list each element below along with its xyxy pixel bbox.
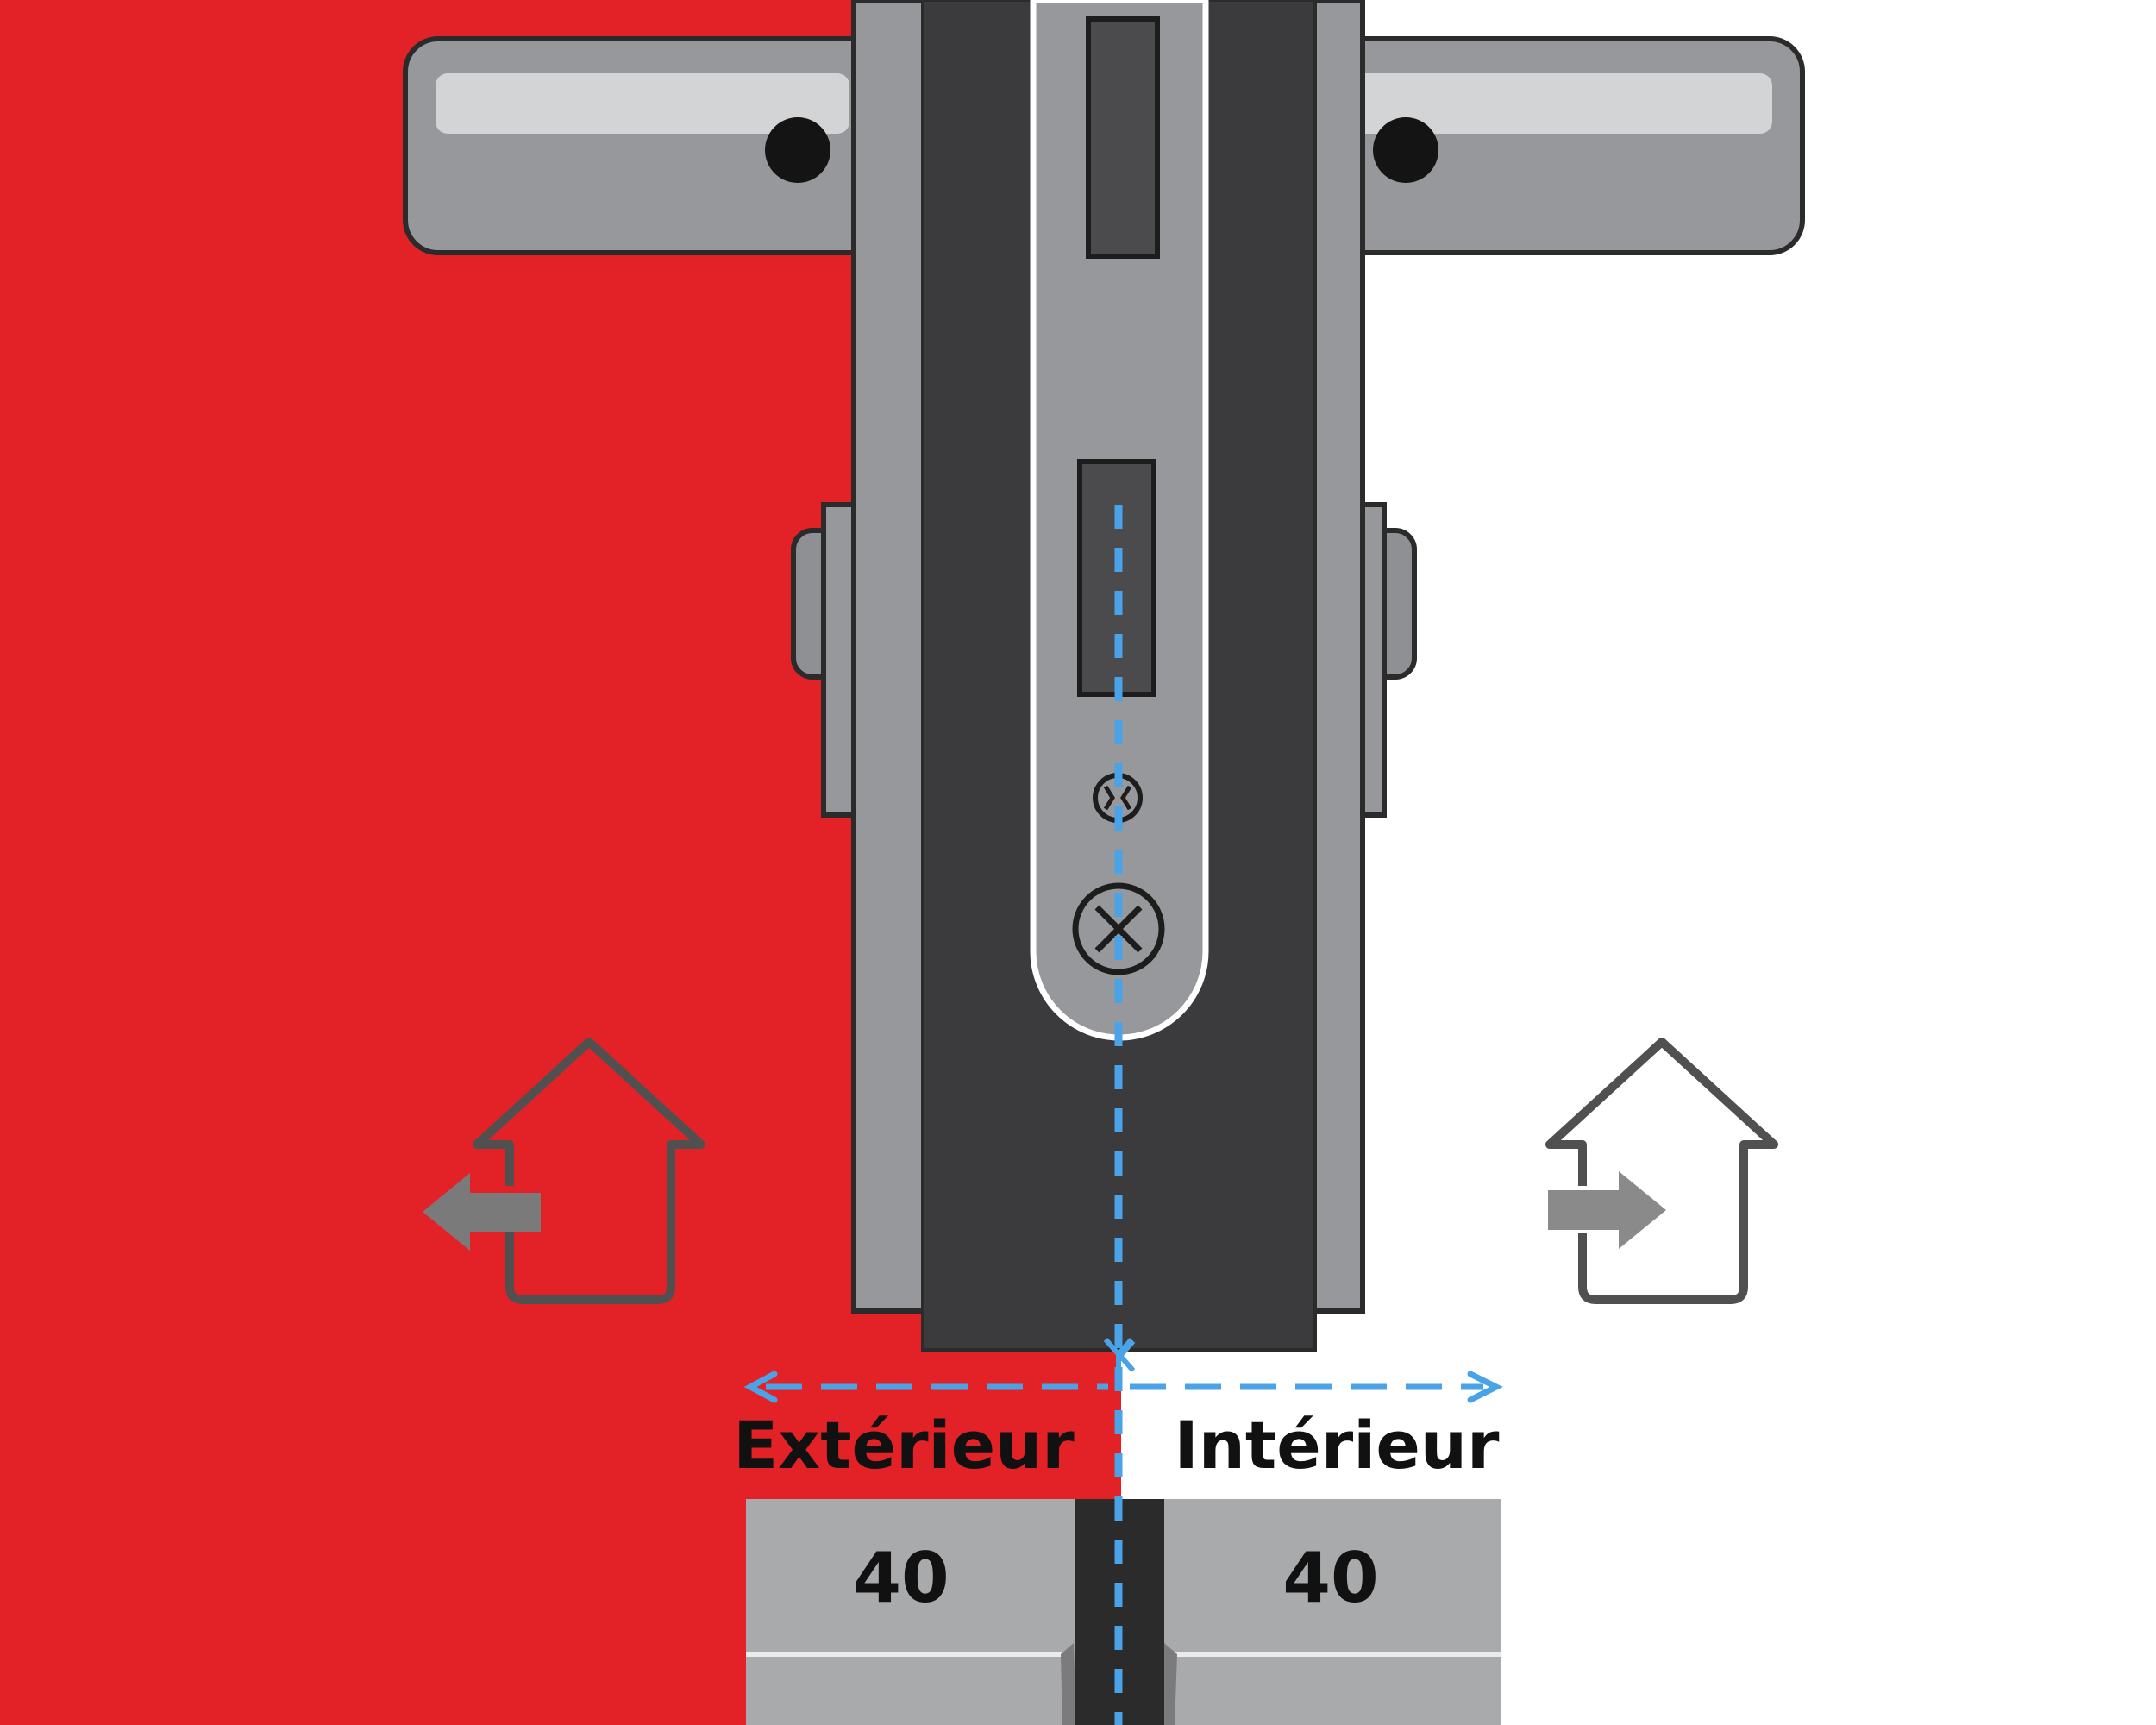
large-screw	[1072, 882, 1165, 975]
latch-slot	[1086, 16, 1160, 259]
interior-length-value: 40	[1282, 1538, 1378, 1618]
lever-handle-left	[403, 36, 891, 255]
house-enter-arrow-icon	[1545, 1038, 1778, 1304]
cylinder-interior-half	[1163, 1499, 1501, 1725]
cylinder-exterior-half	[746, 1499, 1075, 1725]
euro-cylinder	[746, 1499, 1501, 1725]
interior-label: Intérieur	[1175, 1407, 1500, 1484]
exterior-length-value: 40	[853, 1538, 949, 1618]
measurement-lines	[743, 505, 1503, 1725]
exterior-label: Extérieur	[733, 1407, 1075, 1484]
escutcheon-plate-right	[1308, 0, 1365, 1314]
house-exit-arrow-icon	[423, 1038, 705, 1304]
lever-handle-right	[1317, 36, 1805, 255]
deadbolt-slot	[1077, 459, 1156, 697]
